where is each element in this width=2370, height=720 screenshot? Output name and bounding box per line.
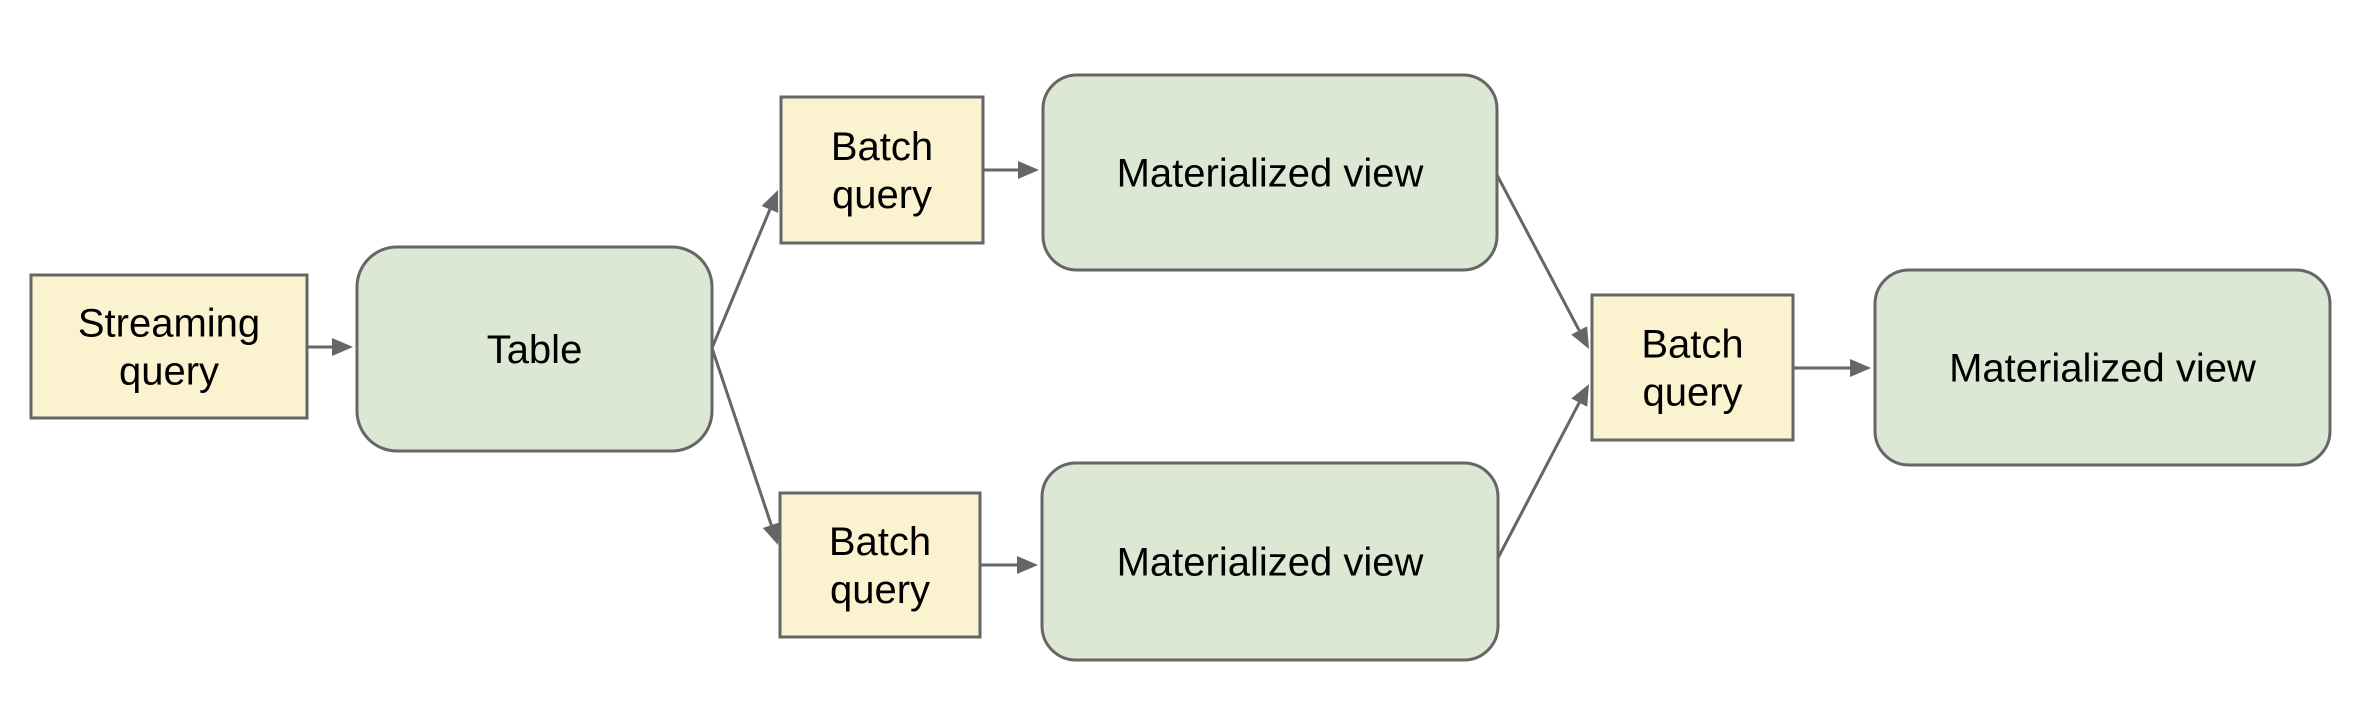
node-shape-batch-query-right bbox=[1590, 293, 1795, 442]
connector-line bbox=[710, 347, 773, 526]
node-label-materialized-view-right: Materialized view bbox=[1949, 347, 2256, 391]
arrowhead-icon bbox=[1017, 556, 1038, 574]
node-materialized-view-top: Materialized view bbox=[1041, 73, 1499, 272]
edge-streaming-query-to-table bbox=[307, 338, 353, 356]
node-shape-materialized-view-right bbox=[1873, 268, 2332, 467]
node-materialized-view-right: Materialized view bbox=[1873, 268, 2332, 467]
edge-materialized-bottom-to-batch-query-right bbox=[1496, 384, 1589, 559]
arrowhead-icon bbox=[762, 522, 780, 545]
node-label-line: Materialized view bbox=[1117, 541, 1424, 585]
node-label-line: query bbox=[1642, 371, 1742, 415]
arrowhead-icon bbox=[1571, 384, 1589, 407]
node-label-line: query bbox=[119, 350, 219, 394]
node-label-line: Batch bbox=[831, 125, 933, 169]
node-label-line: Batch bbox=[1641, 323, 1743, 367]
node-label-line: query bbox=[830, 568, 930, 612]
node-label-line: Materialized view bbox=[1117, 152, 1424, 196]
node-shape-batch-query-top bbox=[779, 95, 985, 245]
connector-line bbox=[1495, 174, 1581, 332]
node-label-materialized-view-bottom: Materialized view bbox=[1117, 541, 1424, 585]
node-shape-materialized-view-top bbox=[1041, 73, 1499, 272]
arrowhead-icon bbox=[332, 338, 353, 356]
node-label-line: Table bbox=[487, 328, 583, 372]
arrowhead-icon bbox=[1571, 326, 1589, 349]
edge-table-to-batch-query-top bbox=[710, 190, 779, 349]
node-shape-streaming-query bbox=[29, 273, 309, 420]
connector-line bbox=[1496, 401, 1581, 559]
arrowhead-icon bbox=[1018, 161, 1039, 179]
node-table: Table bbox=[355, 245, 714, 453]
edge-batch-query-right-to-materialized-right bbox=[1793, 359, 1871, 377]
edge-batch-query-bottom-to-materialized-bottom bbox=[980, 556, 1038, 574]
node-label-line: query bbox=[832, 173, 932, 217]
node-materialized-view-bottom: Materialized view bbox=[1040, 461, 1500, 662]
node-shape-batch-query-bottom bbox=[778, 491, 982, 639]
node-label-line: Batch bbox=[829, 520, 931, 564]
node-label-materialized-view-top: Materialized view bbox=[1117, 152, 1424, 196]
connector-line bbox=[710, 208, 772, 349]
edge-materialized-top-to-batch-query-right bbox=[1495, 174, 1589, 349]
node-shape-materialized-view-bottom bbox=[1040, 461, 1500, 662]
arrowhead-icon bbox=[1850, 359, 1871, 377]
node-label-line: Streaming bbox=[78, 302, 260, 346]
edge-batch-query-top-to-materialized-top bbox=[983, 161, 1039, 179]
edge-table-to-batch-query-bottom bbox=[710, 347, 780, 545]
node-label-line: Materialized view bbox=[1949, 347, 2256, 391]
node-label-table: Table bbox=[487, 328, 583, 372]
node-shape-table bbox=[355, 245, 714, 453]
arrowhead-icon bbox=[761, 190, 779, 213]
